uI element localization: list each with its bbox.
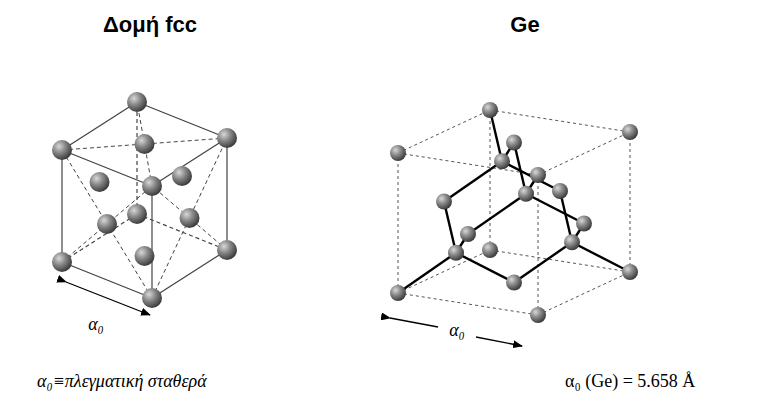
bond	[514, 242, 572, 282]
lattice-constant-value: α₀ (Ge) = 5.658 Å	[565, 371, 695, 393]
atom	[390, 145, 406, 161]
atom	[436, 194, 452, 210]
cube-edge	[62, 262, 152, 298]
atom	[135, 134, 155, 154]
cube-edge	[136, 102, 137, 214]
cube-edge	[398, 293, 538, 315]
cube-edge	[152, 250, 227, 298]
definition-note: α₀≡πλεγματική σταθερά	[37, 371, 207, 393]
cube-edge	[398, 110, 490, 153]
atom	[135, 246, 155, 266]
panel-title: Δομή fcc	[103, 12, 197, 38]
bond	[444, 161, 502, 201]
atom	[576, 216, 592, 232]
atom	[127, 204, 147, 224]
cube-edge	[61, 150, 62, 262]
atom	[52, 252, 72, 272]
atom	[552, 183, 568, 199]
panel-title: Ge	[510, 12, 539, 38]
dimension-arrow	[476, 337, 522, 346]
cube-edge	[490, 110, 491, 250]
atom	[180, 208, 200, 228]
atom	[460, 226, 476, 242]
atom	[506, 275, 522, 291]
cube-edge	[151, 186, 152, 298]
atom	[494, 153, 510, 169]
atom	[97, 214, 117, 234]
dimension-arrow	[66, 282, 150, 315]
face-diagonal	[62, 150, 152, 298]
cube-edge	[62, 102, 137, 150]
cube-edge	[137, 102, 227, 138]
lattice-constant-symbol: α₀	[447, 320, 467, 342]
cube-edge	[538, 272, 630, 315]
cube-edge	[630, 132, 631, 272]
atom	[482, 102, 498, 118]
face-diagonal	[152, 138, 227, 298]
cube-edge	[538, 175, 539, 315]
atom	[52, 140, 72, 160]
atom	[518, 186, 534, 202]
atom	[142, 288, 162, 308]
atom	[622, 264, 638, 280]
atom	[448, 245, 464, 261]
cube-edge	[490, 110, 630, 132]
atom	[127, 92, 147, 112]
cube-edge	[398, 250, 490, 293]
bond	[456, 253, 514, 283]
cube-edge	[538, 132, 630, 175]
atom	[142, 176, 162, 196]
lattice-constant-symbol: α₀	[86, 314, 106, 336]
cube-edge	[226, 138, 227, 250]
bond	[572, 242, 630, 272]
fcc-cube	[52, 92, 237, 308]
atom	[217, 128, 237, 148]
bond	[526, 194, 584, 224]
atom	[506, 135, 522, 151]
atom	[622, 124, 638, 140]
atom	[90, 172, 110, 192]
bond	[502, 161, 560, 191]
atom	[482, 242, 498, 258]
atom	[217, 240, 237, 260]
atom	[390, 285, 406, 301]
atom	[172, 166, 192, 186]
bond	[398, 253, 456, 293]
dimension-arrow	[390, 318, 438, 327]
atom	[530, 307, 546, 323]
atom	[564, 234, 580, 250]
atom	[530, 167, 546, 183]
face-diagonal	[152, 186, 227, 250]
bond	[468, 194, 526, 234]
cube-edge	[398, 153, 399, 293]
ge-cube	[390, 102, 638, 323]
